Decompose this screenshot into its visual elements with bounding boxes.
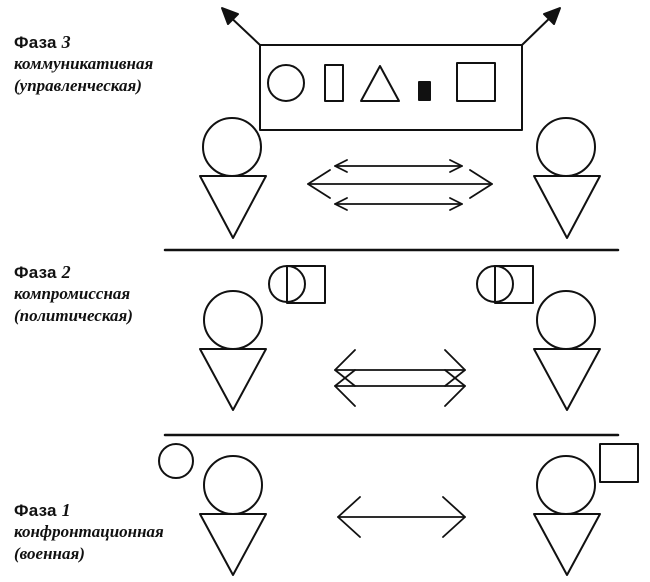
phase3-frame-circle	[267, 64, 305, 102]
phase2-left-body	[199, 348, 267, 411]
phase3-caption: Фаза 3 коммуникативная (управленческая)	[14, 32, 153, 97]
phase1-right-head	[536, 455, 596, 515]
phase3-kind: (управленческая)	[14, 76, 142, 95]
phase1-right-body	[533, 513, 601, 576]
phase2-name: компромиссная	[14, 284, 131, 303]
phase3-arrowhead-right	[543, 7, 561, 25]
phase1-caption: Фаза 1 конфронтационная (военная)	[14, 500, 164, 565]
phase3-arrowhead-left	[221, 7, 239, 25]
phase1-left-body	[199, 513, 267, 576]
phase3-frame-square	[456, 62, 496, 102]
phase3-label: Фаза	[14, 33, 57, 52]
phase3-frame-small-block	[418, 81, 431, 101]
phase2-left-symbol-square	[286, 265, 326, 304]
phase2-number: 2	[61, 262, 71, 282]
phase1-interaction-arrow	[337, 496, 466, 538]
phase3-frame-tall-rect	[324, 64, 344, 102]
phase3-title: Фаза 3	[14, 32, 153, 53]
phase2-left-head	[203, 290, 263, 350]
phase3-group	[199, 7, 601, 239]
phase2-group	[199, 265, 601, 411]
phase3-shared-frame	[259, 44, 523, 131]
phase3-left-body	[199, 175, 267, 239]
phase1-left-head	[203, 455, 263, 515]
phase3-interaction-arrows	[307, 159, 493, 211]
phase1-title: Фаза 1	[14, 500, 164, 521]
phase2-kind: (политическая)	[14, 306, 133, 325]
phase3-right-head	[536, 117, 596, 177]
phase2-label: Фаза	[14, 263, 57, 282]
phase3-left-head	[202, 117, 262, 177]
phase1-left-symbol-circle	[158, 443, 194, 479]
phase1-kind: (военная)	[14, 544, 85, 563]
phase2-caption: Фаза 2 компромиссная (политическая)	[14, 262, 133, 327]
phase3-name: коммуникативная	[14, 54, 154, 73]
phase1-name: конфронтационная	[14, 522, 164, 541]
phase1-number: 1	[61, 500, 71, 520]
phase2-right-head	[536, 290, 596, 350]
phase1-right-symbol-square	[599, 443, 639, 483]
phase3-right-body	[533, 175, 601, 239]
phase2-right-symbol-square	[494, 265, 534, 304]
phase1-group	[158, 443, 639, 576]
phase3-number: 3	[61, 32, 71, 52]
phase3-frame-triangle	[360, 65, 400, 102]
phase2-right-body	[533, 348, 601, 411]
phase1-label: Фаза	[14, 501, 57, 520]
phase2-interaction-arrows	[334, 349, 466, 407]
phase2-title: Фаза 2	[14, 262, 133, 283]
